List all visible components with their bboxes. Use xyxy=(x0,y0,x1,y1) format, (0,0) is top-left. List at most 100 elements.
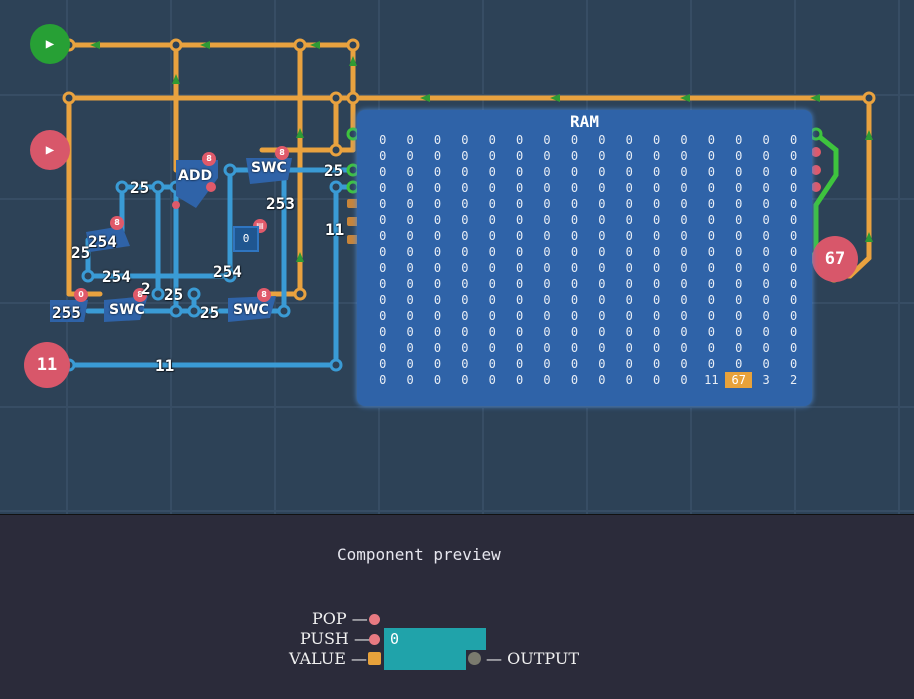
stack-component-preview: 0 xyxy=(384,628,486,670)
ram-cell: 0 xyxy=(598,373,606,387)
ram-cell: 0 xyxy=(516,309,524,323)
trigger-input-node[interactable]: ▶ xyxy=(30,130,70,170)
ram-cell: 0 xyxy=(570,165,579,179)
ram-cell: 0 xyxy=(625,181,633,195)
bit-badge: 8 xyxy=(202,152,216,166)
ram-cell: 0 xyxy=(680,245,688,259)
ram-cell: 0 xyxy=(379,197,387,211)
ram-cell: 0 xyxy=(433,373,442,387)
ram-cell: 0 xyxy=(488,133,496,147)
ram-cell: 0 xyxy=(625,309,633,323)
ram-cell: 0 xyxy=(707,133,715,147)
ram-cell: 0 xyxy=(735,245,743,259)
ram-cell: 0 xyxy=(516,229,524,243)
ram-cell: 0 xyxy=(625,165,633,179)
ram-cell: 0 xyxy=(762,133,770,147)
ram-cell: 0 xyxy=(598,293,606,307)
ram-cell: 0 xyxy=(625,197,633,211)
pop-pin xyxy=(369,614,380,625)
ram-cell: 0 xyxy=(516,293,524,307)
ram-cell: 0 xyxy=(461,325,469,339)
ram-cell: 0 xyxy=(789,181,798,195)
ram-cell: 0 xyxy=(762,181,770,195)
ram-cell: 0 xyxy=(598,245,606,259)
play-icon: ▶ xyxy=(45,142,55,158)
ram-cell: 0 xyxy=(461,165,469,179)
ram-cell: 0 xyxy=(461,213,469,227)
ram-cell: 0 xyxy=(762,277,770,291)
swc-gate-1-label[interactable]: SWC xyxy=(251,160,287,176)
ram-cell: 0 xyxy=(461,245,469,259)
ram-cell: 0 xyxy=(652,357,661,371)
ram-cell: 0 xyxy=(488,357,496,371)
ram-cell: 0 xyxy=(406,149,414,163)
ram-cell: 0 xyxy=(379,277,387,291)
wire-blue-bottom xyxy=(66,184,356,368)
swc-gate-1-body xyxy=(246,158,292,184)
ram-cell: 11 xyxy=(704,373,719,387)
ram-cell: 0 xyxy=(488,229,496,243)
ram-cell: 0 xyxy=(543,277,551,291)
ram-cell: 0 xyxy=(543,261,551,275)
ram-cell: 0 xyxy=(598,261,606,275)
push-pin-label: PUSH — xyxy=(300,629,370,648)
ram-cell: 0 xyxy=(543,309,551,323)
ram-cell: 0 xyxy=(762,197,770,211)
ram-cell: 0 xyxy=(488,149,496,163)
ram-cell: 0 xyxy=(680,261,688,275)
swc-gate-4-body xyxy=(50,300,88,322)
ram-cell: 0 xyxy=(516,133,524,147)
ram-cell: 0 xyxy=(789,341,798,355)
swc-gate-3-label[interactable]: SWC xyxy=(233,302,269,318)
address-input-node[interactable]: 11 xyxy=(24,342,70,388)
ram-cell: 0 xyxy=(570,133,579,147)
ram-cell: 0 xyxy=(652,181,661,195)
circuit-board[interactable]: ▶ ▶ 11 67 ADD SWC SWC SWC 8 8 8 8 8 0 ▤ … xyxy=(0,0,914,514)
ram-cell: 0 xyxy=(598,149,606,163)
ram-cell: 0 xyxy=(789,245,798,259)
ram-cell: 0 xyxy=(516,197,524,211)
ram-cell: 0 xyxy=(735,197,743,211)
ram-cell: 0 xyxy=(789,133,798,147)
ram-cell: 0 xyxy=(707,261,715,275)
register-component[interactable]: 0 xyxy=(233,226,259,252)
ram-cell: 0 xyxy=(735,357,743,371)
bit-badge: 8 xyxy=(110,216,124,230)
ram-cell: 0 xyxy=(516,325,524,339)
ram-cell: 0 xyxy=(762,149,770,163)
ram-cell: 0 xyxy=(570,325,579,339)
ram-cell: 0 xyxy=(461,229,469,243)
ram-cell: 0 xyxy=(598,197,606,211)
ram-cell: 0 xyxy=(461,261,469,275)
ram-output-node[interactable]: 67 xyxy=(812,236,858,282)
ram-cell: 0 xyxy=(707,309,715,323)
ram-cell: 0 xyxy=(488,341,496,355)
ram-cell: 0 xyxy=(461,277,469,291)
value-pin xyxy=(368,652,381,665)
ram-cell: 0 xyxy=(488,309,496,323)
ram-cell: 0 xyxy=(406,197,414,211)
preview-title: Component preview xyxy=(337,545,501,564)
ram-cell: 0 xyxy=(680,325,688,339)
ram-cell: 0 xyxy=(379,133,387,147)
ram-cell: 0 xyxy=(598,309,606,323)
ram-cell: 0 xyxy=(570,341,579,355)
ram-cell: 0 xyxy=(735,325,743,339)
ram-cell: 0 xyxy=(570,309,579,323)
run-input-node[interactable]: ▶ xyxy=(30,24,70,64)
ram-cell: 0 xyxy=(433,213,442,227)
ram-cell: 0 xyxy=(379,181,387,195)
add-gate-label[interactable]: ADD xyxy=(178,168,213,184)
ram-cell: 0 xyxy=(433,165,442,179)
swc-gate-2-label[interactable]: SWC xyxy=(109,302,145,318)
ram-cell: 0 xyxy=(379,325,387,339)
ram-cell: 0 xyxy=(598,277,606,291)
ram-cell: 0 xyxy=(625,373,633,387)
ram-cell: 3 xyxy=(762,373,770,387)
ram-cell: 0 xyxy=(406,245,414,259)
ram-cell: 0 xyxy=(543,197,551,211)
ram-cell: 0 xyxy=(789,309,798,323)
ram-cell: 0 xyxy=(735,309,743,323)
ram-cell: 0 xyxy=(789,149,798,163)
